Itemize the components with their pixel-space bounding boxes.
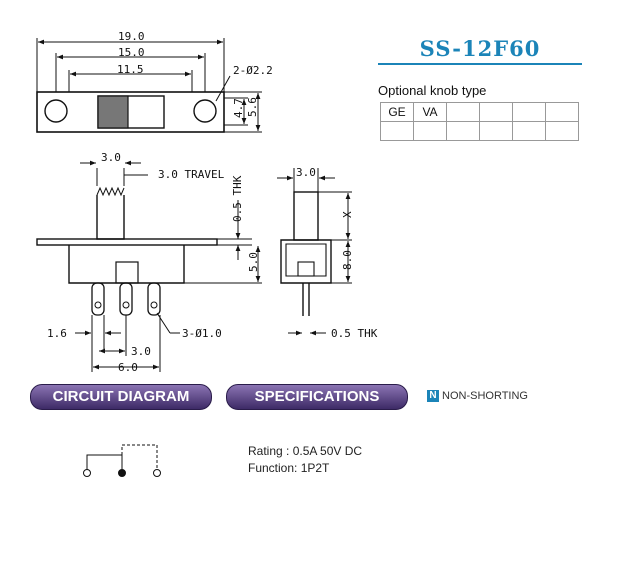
table-cell	[380, 121, 414, 141]
table-cell: GE	[380, 102, 414, 122]
table-row: GE VA	[380, 102, 579, 122]
dim-pins: 3-Ø1.0	[182, 327, 222, 340]
table-cell	[446, 121, 480, 141]
dim-5-6: 5.6	[246, 97, 259, 117]
dim-4-7: 4.7	[232, 98, 245, 118]
side-view	[277, 168, 352, 336]
model-title: SS-12F60	[419, 36, 541, 61]
dim-plate-thk: 0.5 THK	[231, 175, 244, 222]
dim-stem-width: 3.0	[101, 151, 121, 164]
table-cell	[545, 102, 579, 122]
table-row	[380, 121, 579, 141]
specifications-heading: SPECIFICATIONS	[226, 384, 408, 410]
non-shorting-icon: N	[427, 390, 439, 402]
table-cell	[479, 102, 513, 122]
dim-pitch: 3.0	[131, 345, 151, 358]
top-view	[36, 38, 262, 133]
dim-x: X	[341, 211, 354, 218]
table-cell	[512, 102, 546, 122]
spec-rating: Rating : 0.5A 50V DC	[248, 444, 363, 458]
dimension-labels: 19.0 15.0 11.5 2-Ø2.2 4.7 5.6 3.0 3.0 TR…	[47, 30, 378, 374]
table-cell	[479, 121, 513, 141]
non-shorting-label: NON-SHORTING	[442, 390, 528, 402]
knob-caption: Optional knob type	[378, 83, 487, 98]
front-view	[36, 160, 262, 372]
circuit-diagram-heading: CIRCUIT DIAGRAM	[30, 384, 212, 410]
table-cell: VA	[413, 102, 447, 122]
dim-19: 19.0	[118, 30, 145, 43]
dim-body-height: 5.0	[247, 252, 260, 272]
table-cell	[413, 121, 447, 141]
dim-1-6: 1.6	[47, 327, 67, 340]
dim-6: 6.0	[118, 361, 138, 374]
dim-hole: 2-Ø2.2	[233, 64, 273, 77]
dim-11-5: 11.5	[117, 63, 144, 76]
knob-type-table: GE VA	[380, 102, 579, 141]
dim-travel: 3.0 TRAVEL	[158, 168, 225, 181]
dim-terminal-thk: 0.5 THK	[331, 327, 378, 340]
circuit-schematic	[83, 444, 161, 477]
dim-8: 8.0	[341, 250, 354, 270]
table-cell	[545, 121, 579, 141]
table-cell	[512, 121, 546, 141]
dim-side-width: 3.0	[296, 166, 316, 179]
spec-function: Function: 1P2T	[248, 461, 330, 475]
non-shorting-badge: N NON-SHORTING	[427, 390, 528, 402]
title-divider	[378, 63, 582, 65]
table-cell	[446, 102, 480, 122]
dim-15: 15.0	[118, 46, 145, 59]
